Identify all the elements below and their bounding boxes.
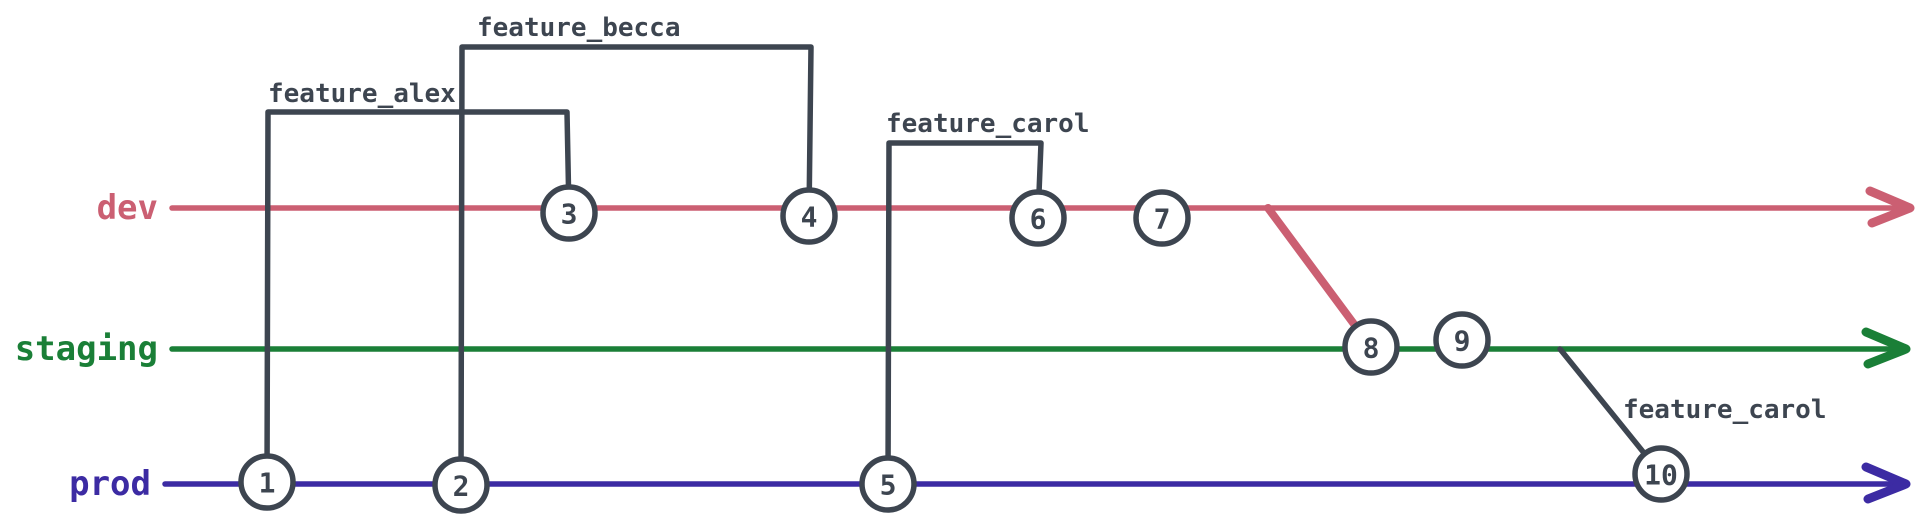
commit-circle-8 [1342, 318, 1400, 376]
commit-number-8: 8 [1363, 332, 1380, 365]
feature-path-feature_carol [885, 140, 1044, 487]
feature-path-feature_alex [264, 109, 572, 487]
commit-number-5: 5 [880, 469, 897, 502]
branch-label-prod: prod [69, 464, 151, 504]
commit-circle-5 [859, 455, 917, 513]
commit-circle-9 [1433, 311, 1491, 369]
feature-label-feature_carol: feature_carol [886, 109, 1090, 139]
commit-circle-4 [780, 187, 838, 245]
feature-path-feature_becca [458, 44, 814, 487]
commit-number-6: 6 [1030, 203, 1047, 236]
commit-circle-1 [238, 453, 296, 511]
commit-circle-3 [540, 184, 598, 242]
commit-number-7: 7 [1154, 203, 1171, 236]
branch-arrowhead-staging [1861, 327, 1911, 369]
commit-circle-6 [1009, 189, 1067, 247]
feature-label-feature_carol-2: feature_carol [1623, 395, 1827, 425]
commit-number-2: 2 [453, 470, 470, 503]
commit-number-1: 1 [259, 467, 276, 500]
commit-number-4: 4 [801, 201, 818, 234]
commit-circle-2 [432, 456, 490, 514]
feature-path-merge-dev-into-staging [1264, 204, 1375, 351]
commit-number-10: 10 [1644, 459, 1678, 492]
feature-label-feature_alex: feature_alex [268, 79, 456, 109]
commit-number-3: 3 [561, 198, 578, 231]
commit-circle-7 [1133, 189, 1191, 247]
branch-arrowhead-prod [1861, 462, 1911, 504]
commit-circle-10 [1632, 445, 1690, 503]
branch-label-dev: dev [97, 188, 158, 228]
branch-arrowhead-dev [1865, 186, 1915, 228]
branch-label-staging: staging [15, 329, 158, 369]
commit-number-9: 9 [1454, 325, 1471, 358]
feature-label-feature_becca: feature_becca [477, 13, 681, 43]
